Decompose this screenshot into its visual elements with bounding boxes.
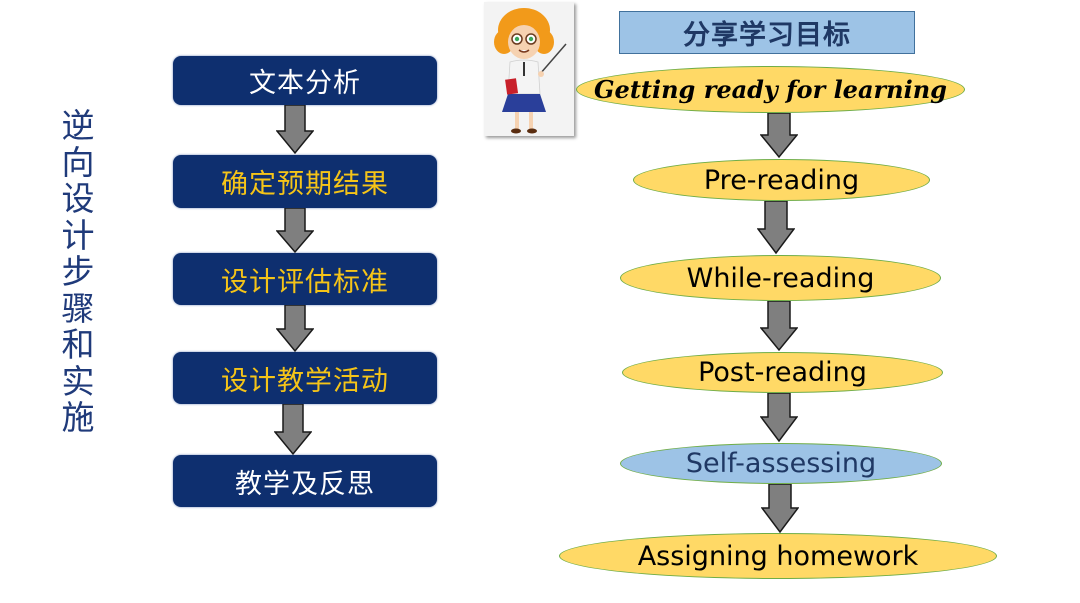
title-char: 向 [61,142,95,182]
step-assessment-criteria: 设计评估标准 [173,253,437,305]
down-arrow-icon [757,201,795,255]
step-teaching-activities: 设计教学活动 [173,352,437,404]
title-char: 和 [61,325,95,364]
teacher-illustration [484,2,574,136]
stage-label: While-reading [686,262,875,294]
title-char: 骤 [61,288,95,328]
step-label: 教学及反思 [235,468,375,500]
step-label: 设计评估标准 [221,266,389,298]
step-text-analysis: 文本分析 [173,56,437,105]
step-label: 确定预期结果 [221,169,389,200]
down-arrow-icon [761,484,799,534]
down-arrow-icon [276,105,314,155]
stage-label: Post-reading [698,357,867,388]
stage-assigning-homework: Assigning homework [559,533,997,579]
down-arrow-icon [274,404,312,456]
step-expected-results: 确定预期结果 [173,155,437,208]
stage-post-reading: Post-reading [622,352,943,393]
step-teaching-reflection: 教学及反思 [173,455,437,507]
down-arrow-icon [760,301,798,352]
stage-getting-ready: Getting ready for learning [576,66,965,113]
stage-label: Pre-reading [703,164,860,196]
step-label: 文本分析 [249,68,361,99]
title-label: 分享学习目标 [683,20,851,51]
share-learning-goals-title: 分享学习目标 [619,11,915,54]
title-char: 施 [61,398,95,437]
title-char: 计 [61,215,95,255]
stage-pre-reading: Pre-reading [633,159,930,201]
down-arrow-icon [760,393,798,443]
title-char: 设 [61,179,95,218]
stage-label: Self-assessing [685,448,877,479]
down-arrow-icon [276,305,314,353]
title-char: 实 [61,361,95,401]
title-char: 步 [61,252,95,291]
stage-self-assessing: Self-assessing [620,443,942,484]
stage-while-reading: While-reading [620,255,941,301]
stage-label: Getting ready for learning [594,75,947,104]
stage-label: Assigning homework [637,540,919,572]
down-arrow-icon [760,113,798,159]
down-arrow-icon [276,208,314,254]
title-char: 逆 [61,106,95,145]
step-label: 设计教学活动 [221,365,389,397]
vertical-section-title: 逆 向 设 计 步 骤 和 实 施 [55,106,101,437]
